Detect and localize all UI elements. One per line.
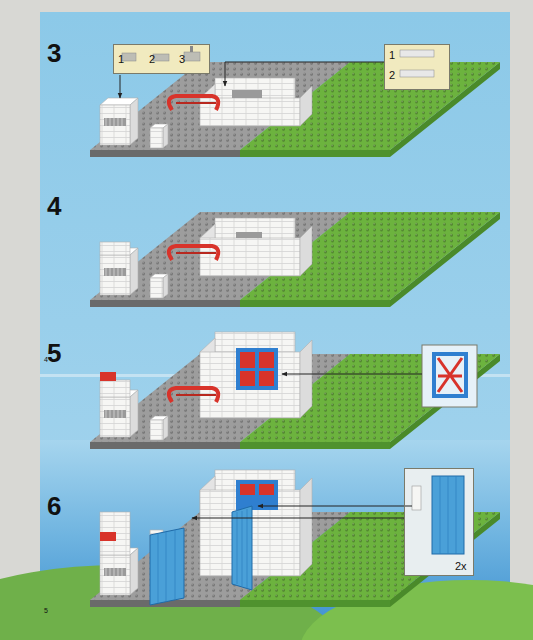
- illustration-path: [120, 75, 121, 98]
- illustration-use: [150, 274, 168, 298]
- illustration-use: [169, 388, 218, 402]
- illustration-polygon: [300, 226, 312, 276]
- illustration-rect: [100, 380, 130, 397]
- illustration-rect: [190, 46, 193, 52]
- illustration-rect: [113, 44, 210, 74]
- illustration-polygon: [300, 478, 312, 576]
- illustration-polygon: [300, 340, 312, 418]
- illustration-rect: [259, 371, 274, 386]
- illustration-use: [150, 124, 168, 148]
- callout-box: 2x: [404, 468, 474, 576]
- illustration-rect: [259, 484, 274, 495]
- illustration-rect: [200, 352, 300, 418]
- illustration-rect: [400, 70, 434, 77]
- illustration-path: [225, 62, 384, 86]
- illustration-use: [150, 416, 168, 440]
- illustration-rect: [100, 512, 130, 555]
- illustration-path: [282, 374, 422, 375]
- illustration-g: [90, 212, 500, 307]
- illustration-path: [192, 518, 404, 519]
- illustration-use: [169, 96, 218, 110]
- illustration-rect: [400, 50, 434, 57]
- callout-number: 1: [389, 49, 395, 61]
- illustration-rect: [422, 345, 477, 407]
- illustration-rect: [232, 90, 262, 98]
- illustration-rect: [100, 372, 116, 381]
- callout-number: 2x: [455, 560, 467, 572]
- step-number: 5: [47, 340, 61, 366]
- illustration-rect: [384, 44, 450, 90]
- illustration-rect: [404, 468, 474, 576]
- illustration-use: [90, 212, 500, 307]
- illustration-polygon: [232, 506, 252, 590]
- illustration-rect: [240, 371, 255, 386]
- illustration-rect: [100, 532, 116, 541]
- callout-number: 3: [179, 53, 185, 65]
- page-number: 5: [44, 607, 48, 614]
- step-number: 6: [47, 493, 61, 519]
- illustration-rect: [432, 476, 464, 554]
- illustration-polygon: [150, 528, 184, 605]
- illustration-rect: [436, 356, 464, 394]
- illustration-rect: [240, 484, 255, 495]
- illustration-rect: [236, 348, 278, 390]
- illustration-g: [90, 332, 500, 449]
- illustration-polygon: [300, 86, 312, 126]
- illustration-path: [438, 358, 462, 392]
- illustration-g: [90, 44, 500, 157]
- illustration-rect: [259, 352, 274, 368]
- illustration-rect: [200, 238, 300, 276]
- illustration-rect: [100, 242, 130, 255]
- callout-number: 1: [118, 53, 124, 65]
- illustration-use: [100, 98, 138, 145]
- page-number: 4: [44, 356, 48, 363]
- callout-number: 2: [389, 69, 395, 81]
- illustration-rect: [184, 52, 200, 61]
- illustration-rect: [412, 486, 421, 510]
- illustration-path: [237, 509, 247, 588]
- illustration-rect: [240, 352, 255, 368]
- illustration-use: [169, 246, 218, 260]
- illustration-rect: [236, 232, 262, 238]
- callout-number: 2: [149, 53, 155, 65]
- illustration-path: [158, 530, 175, 603]
- illustration-g: [90, 468, 500, 607]
- illustration-path: [440, 476, 456, 554]
- illustration-rect: [40, 12, 510, 632]
- step-number: 4: [47, 193, 61, 219]
- illustration-rect: [432, 352, 468, 398]
- callout-box: 12: [384, 44, 450, 90]
- illustration-rect: [153, 54, 169, 61]
- callout-box: 1 2 3: [113, 44, 210, 74]
- illustration-path: [258, 506, 412, 507]
- illustration-rect: [215, 78, 295, 100]
- step-number: 3: [47, 40, 61, 66]
